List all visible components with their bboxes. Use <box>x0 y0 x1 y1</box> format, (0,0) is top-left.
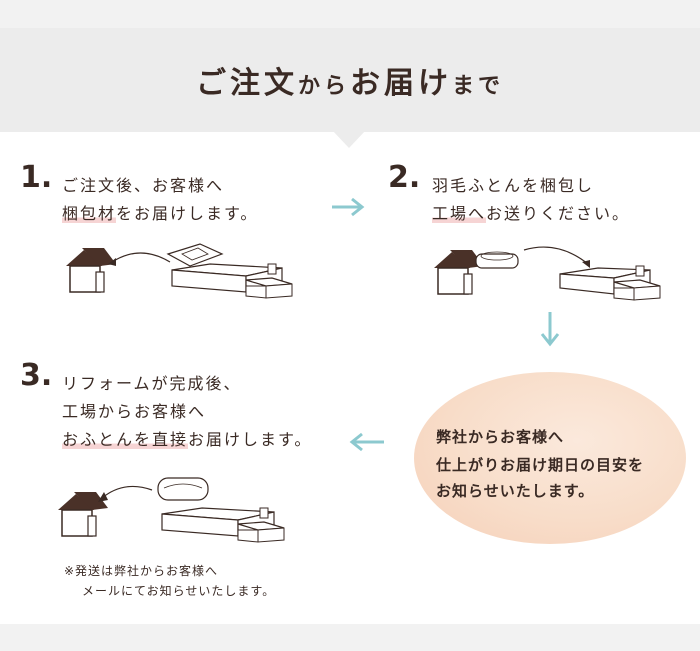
step-2-number: 2. <box>388 160 421 195</box>
package-icon <box>166 243 224 267</box>
info-bubble <box>414 372 686 544</box>
factory-icon <box>171 263 293 299</box>
step-3-line-3-rest: お届けします。 <box>188 430 313 449</box>
futon-icon <box>475 251 519 269</box>
header-notch <box>332 130 366 148</box>
arrow-down-icon <box>540 312 560 347</box>
step-1-highlight: 梱包材 <box>62 204 117 223</box>
step-1-illustration <box>66 243 293 299</box>
title-part-3: お届け <box>350 66 452 101</box>
shipping-note-line-1: ※発送は弊社からお客様へ <box>64 564 219 578</box>
info-bubble-line-1: 弊社からお客様へ <box>436 428 565 446</box>
house-icon <box>58 492 108 537</box>
step-3-illustration <box>58 477 285 543</box>
arrow-right-icon <box>332 197 365 217</box>
factory-icon <box>161 507 285 543</box>
house-icon <box>66 248 116 293</box>
step-3-highlight: おふとんを直接 <box>62 430 189 449</box>
page-title: ご注文からお届けまで <box>0 58 700 102</box>
bottom-band <box>0 624 700 651</box>
step-2-line-2-rest: お送りください。 <box>486 204 631 223</box>
title-part-2: から <box>297 74 350 99</box>
step-1-line-1: ご注文後、お客様へ <box>62 176 225 195</box>
header-band <box>0 28 700 132</box>
step-2-highlight: 工場へ <box>432 204 487 223</box>
step-3-line-3: おふとんを直接お届けします。 <box>62 426 312 450</box>
step-3-line-1: リフォームが完成後、 <box>62 374 242 393</box>
info-bubble-line-3: お知らせいたします。 <box>436 482 595 500</box>
arrow-left-icon <box>349 432 384 452</box>
title-part-4: まで <box>452 74 505 99</box>
step-2-illustration <box>434 246 661 301</box>
futon-icon <box>157 477 209 501</box>
shipping-note-line-2: メールにてお知らせいたします。 <box>82 584 276 598</box>
factory-icon <box>559 265 661 301</box>
step-2-line-1: 羽毛ふとんを梱包し <box>432 176 595 195</box>
step-1-number: 1. <box>20 160 53 195</box>
step-1-line-2-rest: をお届けします。 <box>116 204 259 223</box>
house-icon <box>434 250 484 295</box>
info-bubble-line-2: 仕上がりお届け期日の目安を <box>436 456 645 474</box>
step-3-number: 3. <box>20 358 53 393</box>
step-2-line-2: 工場へお送りください。 <box>432 200 630 224</box>
title-part-1: ご注文 <box>195 66 298 101</box>
step-3-line-2: 工場からお客様へ <box>62 402 207 421</box>
step-1-line-2: 梱包材をお届けします。 <box>62 200 258 224</box>
